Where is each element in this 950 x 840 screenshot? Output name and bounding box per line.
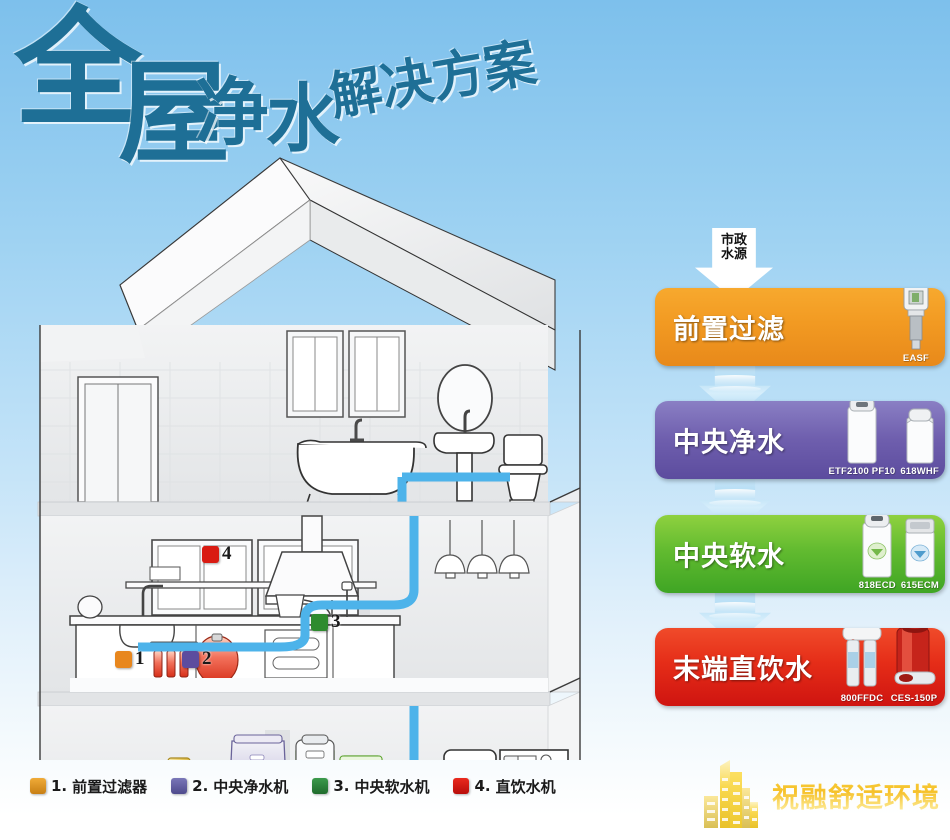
legend-number: 3. xyxy=(333,777,350,795)
stage-label: 末端直饮水 xyxy=(673,654,813,686)
bathtub xyxy=(296,418,427,504)
bathroom-window xyxy=(286,330,406,418)
legend-label: 直饮水机 xyxy=(495,777,556,796)
pipe-bathroom xyxy=(397,472,510,502)
product-name: 818ECD xyxy=(858,580,896,591)
washing-machine xyxy=(499,749,569,760)
product-name: ETF2100 PF10 xyxy=(828,466,896,477)
floor-basement xyxy=(40,691,581,760)
stage-pre-filtration[interactable]: 前置过滤 EASF xyxy=(655,288,945,366)
softener-icon xyxy=(905,518,935,578)
product-name: EASF xyxy=(902,353,930,364)
product-name: CES-150P xyxy=(890,693,938,704)
product-818ecd: 818ECD xyxy=(859,515,896,591)
wall-boiler xyxy=(443,749,497,760)
legend-item-1: 1. 前置过滤器 xyxy=(30,776,147,797)
product-name: 618WHF xyxy=(900,466,939,477)
marker-1: 1 xyxy=(115,648,145,670)
tank-icon xyxy=(847,401,877,464)
stage-central-softening[interactable]: 中央软水 818ECD xyxy=(655,515,945,593)
marker-swatch xyxy=(202,545,219,563)
stage-products: 818ECD 615ECM xyxy=(859,515,939,591)
central-purifier-device xyxy=(230,734,286,760)
pipe-basement xyxy=(409,706,419,760)
central-softener-device-b xyxy=(339,755,383,760)
house-outline xyxy=(39,325,581,760)
stage-products: ETF2100 PF10 618WHF xyxy=(828,401,939,477)
product-800ffdc: 800FFDC xyxy=(840,628,884,704)
marker-2: 2 xyxy=(182,648,212,670)
stage-products: 800FFDC CES-150P xyxy=(840,628,939,704)
legend-number: 4. xyxy=(474,777,491,795)
legend-swatch xyxy=(30,778,46,794)
legend-item-3: 3. 中央软水机 xyxy=(312,776,429,797)
marker-number: 1 xyxy=(135,648,145,669)
legend-label: 前置过滤器 xyxy=(72,777,148,796)
legend-item-4: 4. 直饮水机 xyxy=(453,776,556,797)
stage-central-purification[interactable]: 中央净水 ETF2100 PF10 618WHF xyxy=(655,401,945,479)
marker-swatch xyxy=(311,613,328,631)
product-ces-150p: CES-150P xyxy=(889,628,939,704)
brand-name: 祝融舒适环境 xyxy=(772,776,940,815)
house-cutaway-illustration xyxy=(10,130,630,760)
marker-number: 2 xyxy=(202,648,212,669)
floor-slab-2 xyxy=(37,677,581,707)
legend-label: 中央软水机 xyxy=(354,777,430,796)
stage-point-of-use-drinking[interactable]: 末端直饮水 800FFDC xyxy=(655,628,945,706)
pre-filter-device xyxy=(167,757,191,760)
treatment-flowchart: 市政 水源 前置过滤 EASF 中央净水 xyxy=(655,228,945,706)
brand-logo: 祝融舒适环境 xyxy=(700,758,940,832)
stage-label: 中央软水 xyxy=(673,541,785,573)
pendant-lamps xyxy=(434,520,530,579)
pipe-kitchen xyxy=(138,516,419,652)
prefilter-icon xyxy=(903,288,929,350)
legend: 1. 前置过滤器 2. 中央净水机 3. 中央软水机 4. 直饮水机 xyxy=(30,772,556,800)
legend-swatch xyxy=(312,778,329,794)
range-hood xyxy=(264,515,360,605)
legend-number: 1. xyxy=(51,777,68,795)
product-easf: EASF xyxy=(893,288,939,364)
legend-item-2: 2. 中央净水机 xyxy=(171,776,288,797)
product-name: 615ECM xyxy=(900,580,939,591)
softener-icon xyxy=(862,515,892,578)
source-label-line1: 市政 xyxy=(720,233,747,248)
tank-icon xyxy=(906,408,934,464)
legend-swatch xyxy=(171,778,188,794)
stage-label: 前置过滤 xyxy=(673,314,785,346)
floor-bathroom xyxy=(40,325,548,505)
legend-label: 中央净水机 xyxy=(213,777,289,796)
marker-4: 4 xyxy=(202,543,232,565)
central-softener-device-a xyxy=(295,734,335,760)
legend-number: 2. xyxy=(192,777,209,795)
product-etf2100-pf10: ETF2100 PF10 xyxy=(828,401,895,477)
product-615ecm: 615ECM xyxy=(901,517,939,591)
title-subtitle: 解决方案 xyxy=(325,32,541,128)
marker-number: 4 xyxy=(222,543,232,564)
source-label-line2: 水源 xyxy=(720,247,747,263)
water-dispenser-icon xyxy=(894,628,936,685)
product-618whf: 618WHF xyxy=(900,407,939,477)
marker-3: 3 xyxy=(311,611,341,633)
stage-products: EASF xyxy=(893,288,939,364)
stage-label: 中央净水 xyxy=(673,427,785,459)
bathroom-door xyxy=(77,376,159,503)
city-buildings-icon xyxy=(704,760,758,828)
marker-swatch xyxy=(115,650,132,668)
legend-swatch xyxy=(453,778,470,794)
ro-unit-icon xyxy=(842,628,882,687)
marker-swatch xyxy=(182,650,199,668)
marker-number: 3 xyxy=(331,611,341,632)
product-name: 800FFDC xyxy=(840,693,884,704)
title-char-1: 全 xyxy=(14,0,142,144)
